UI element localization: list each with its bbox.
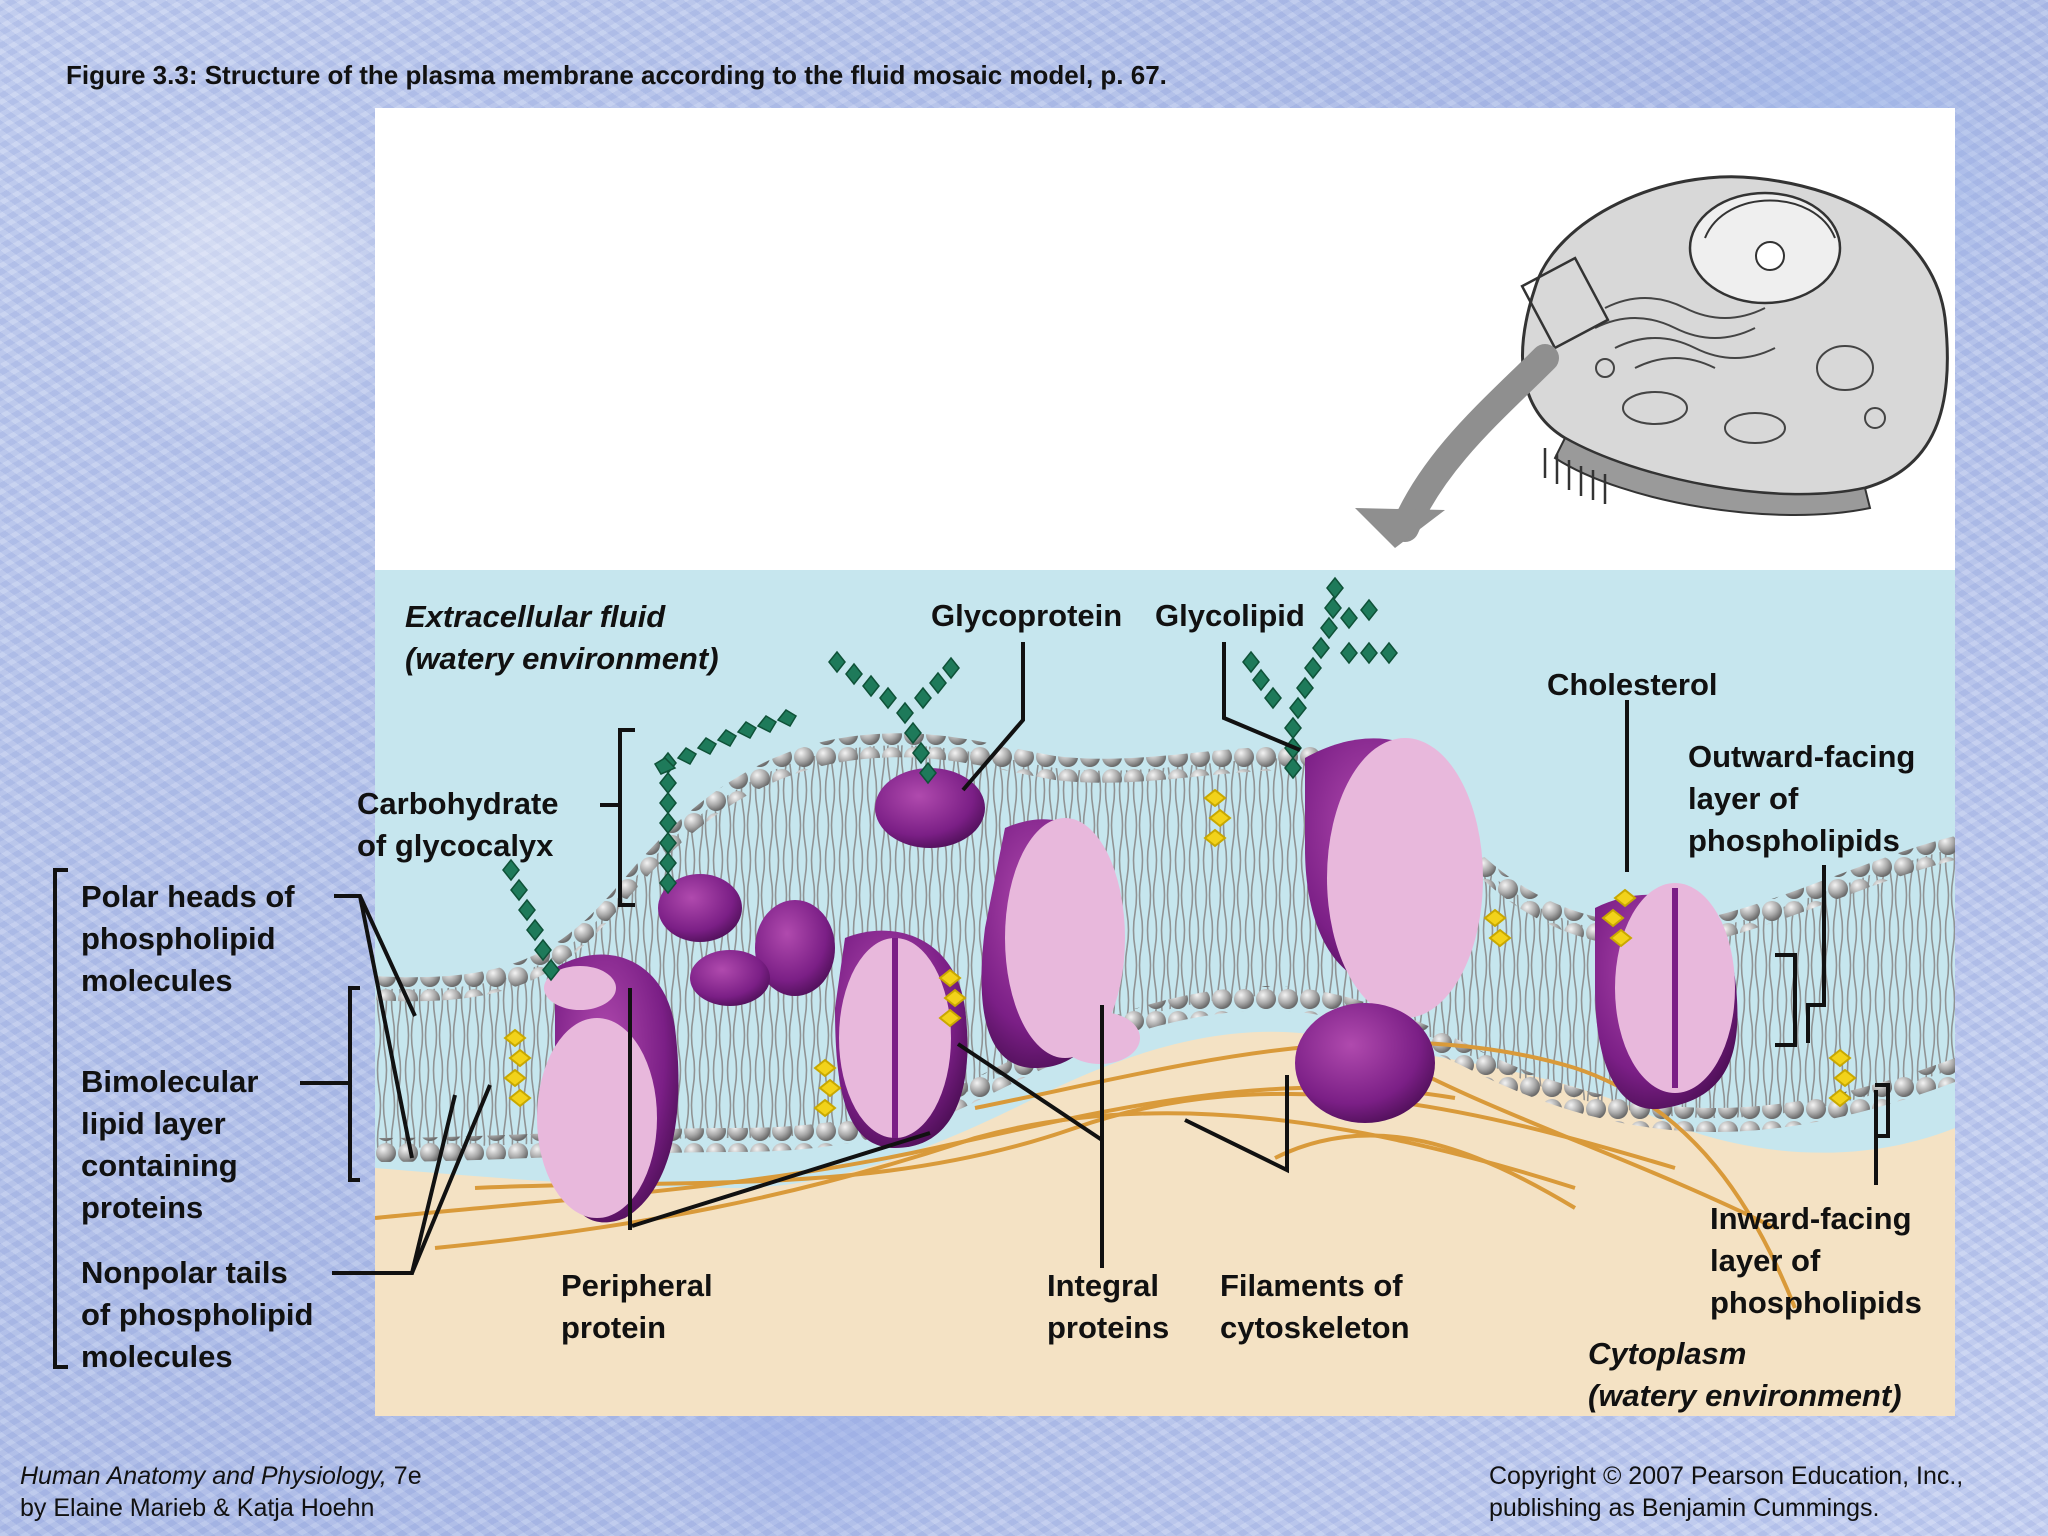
- extracellular-fluid-line-2: (watery environment): [405, 641, 719, 676]
- carbohydrate-label: Carbohydrate of glycocalyx: [357, 783, 559, 867]
- integral-protein-2: [981, 818, 1140, 1068]
- footer-citation: Human Anatomy and Physiology, 7e by Elai…: [20, 1460, 422, 1524]
- inward-facing-label: Inward-facing layer of phospholipids: [1710, 1198, 1922, 1324]
- extracellular-fluid-label: Extracellular fluid (watery environment): [405, 596, 719, 680]
- integral-proteins-label: Integral proteins: [1047, 1265, 1169, 1349]
- polar-heads-label: Polar heads of phospholipid molecules: [81, 876, 295, 1002]
- outward-line-3: phospholipids: [1688, 823, 1900, 858]
- integral-protein-4: [1595, 883, 1738, 1110]
- cytoplasm-region: [375, 1031, 1955, 1416]
- protein-small-3: [690, 950, 770, 1006]
- glycoprotein-label: Glycoprotein: [931, 598, 1123, 633]
- peripheral-line-1: Peripheral: [561, 1268, 713, 1303]
- membrane-illustration: [375, 175, 1955, 1416]
- nonpolar-line-2: of phospholipid: [81, 1297, 314, 1332]
- carbohydrate-line-1: Carbohydrate: [357, 786, 559, 821]
- nonpolar-tails-label: Nonpolar tails of phospholipid molecules: [81, 1252, 313, 1378]
- extracellular-fluid-line-1: Extracellular fluid: [405, 599, 666, 634]
- filaments-line-1: Filaments of: [1220, 1268, 1403, 1303]
- protein-small-1: [658, 874, 742, 942]
- outward-facing-label: Outward-facing layer of phospholipids: [1688, 736, 1915, 862]
- outward-line-2: layer of: [1688, 781, 1799, 816]
- carb-chain-3: [828, 650, 960, 785]
- book-title: Human Anatomy and Physiology,: [20, 1462, 387, 1490]
- inward-line-3: phospholipids: [1710, 1285, 1922, 1320]
- filaments-line-2: cytoskeleton: [1220, 1310, 1410, 1345]
- glycolipid-label: Glycolipid: [1155, 598, 1305, 633]
- copyright-line-2: publishing as Benjamin Cummings.: [1489, 1494, 1880, 1522]
- footer-authors: by Elaine Marieb & Katja Hoehn: [20, 1494, 375, 1522]
- peripheral-protein-shape: [537, 954, 679, 1223]
- bimolecular-line-1: Bimolecular: [81, 1064, 259, 1099]
- figure-title: Figure 3.3: Structure of the plasma memb…: [66, 60, 1167, 90]
- copyright-line-1: Copyright © 2007 Pearson Education, Inc.…: [1489, 1462, 1964, 1490]
- carbohydrate-line-2: of glycocalyx: [357, 828, 554, 863]
- peripheral-protein-label: Peripheral protein: [561, 1265, 713, 1349]
- carb-chain-2: [502, 858, 560, 982]
- cytoplasm-line-1: Cytoplasm: [1588, 1336, 1747, 1371]
- carb-chain-1: [653, 709, 798, 895]
- integral-line-2: proteins: [1047, 1310, 1170, 1345]
- book-edition: 7e: [386, 1462, 422, 1490]
- protein-glyco: [875, 768, 985, 848]
- footer-copyright: Copyright © 2007 Pearson Education, Inc.…: [1489, 1460, 1963, 1524]
- nonpolar-line-3: molecules: [81, 1339, 233, 1374]
- polar-line-2: phospholipid: [81, 921, 276, 956]
- protein-small-2: [755, 900, 835, 996]
- bimolecular-line-2: lipid layer: [81, 1106, 226, 1141]
- footer-book-line: Human Anatomy and Physiology, 7e: [20, 1460, 422, 1492]
- inward-line-2: layer of: [1710, 1243, 1821, 1278]
- integral-protein-1: [835, 930, 968, 1148]
- cholesterol-molecules: [503, 788, 1857, 1118]
- cell-icon: [1355, 175, 1949, 548]
- arrow-shape: [1355, 508, 1445, 548]
- polar-line-3: molecules: [81, 963, 233, 998]
- cytoplasm-label: Cytoplasm (watery environment): [1588, 1333, 1902, 1417]
- cholesterol-label: Cholesterol: [1547, 667, 1718, 702]
- figure-panel: Extracellular fluid (watery environment)…: [375, 108, 1955, 1416]
- nonpolar-line-1: Nonpolar tails: [81, 1255, 288, 1290]
- outward-line-1: Outward-facing: [1688, 739, 1916, 774]
- peripheral-line-2: protein: [561, 1310, 667, 1345]
- phospholipid-bilayer: [375, 733, 1955, 1162]
- integral-protein-3: [1295, 738, 1483, 1123]
- filaments-label: Filaments of cytoskeleton: [1220, 1265, 1410, 1349]
- cytoplasm-line-2: (watery environment): [1588, 1378, 1902, 1413]
- bimolecular-line-4: proteins: [81, 1190, 204, 1225]
- proteins: [537, 738, 1738, 1223]
- polar-line-1: Polar heads of: [81, 879, 295, 914]
- bimolecular-line-3: containing: [81, 1148, 238, 1183]
- integral-line-1: Integral: [1047, 1268, 1159, 1303]
- inward-line-1: Inward-facing: [1710, 1201, 1912, 1236]
- bimolecular-layer-label: Bimolecular lipid layer containing prote…: [81, 1061, 258, 1229]
